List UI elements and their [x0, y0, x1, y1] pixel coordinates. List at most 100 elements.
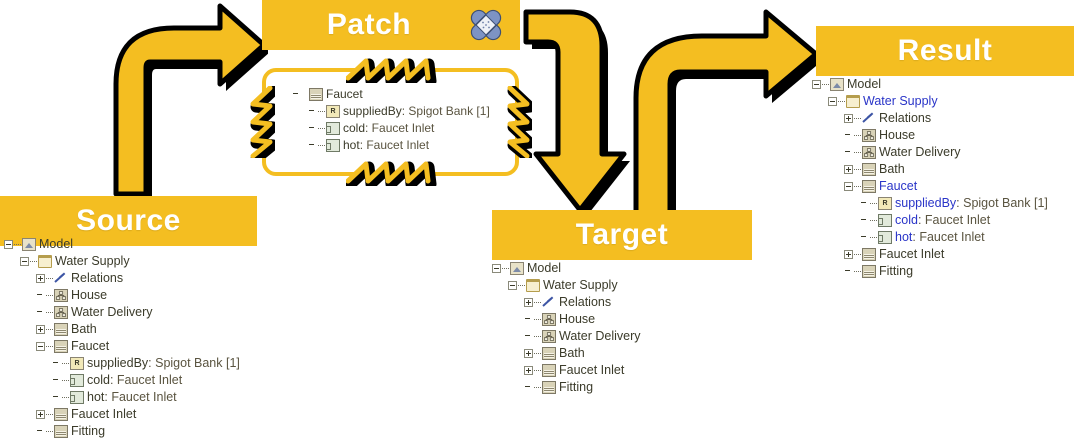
tree-row[interactable]: Water Delivery	[492, 328, 641, 345]
tree-row[interactable]: Fitting	[492, 379, 641, 396]
reference-property-icon: R	[70, 357, 84, 370]
collapse-icon[interactable]	[20, 257, 29, 266]
tree-row[interactable]: Faucet	[292, 86, 490, 103]
tree-row[interactable]: Water Supply	[492, 277, 641, 294]
tree-connector	[534, 386, 541, 389]
block-icon	[862, 163, 876, 176]
tree-row[interactable]: Faucet	[812, 178, 1048, 195]
tree-row[interactable]: Relations	[4, 270, 240, 287]
banner-source: Source	[0, 196, 257, 246]
tree-row[interactable]: Relations	[492, 294, 641, 311]
tree-row[interactable]: Faucet Inlet	[492, 362, 641, 379]
tree-connector	[838, 100, 845, 103]
collapse-icon[interactable]	[812, 80, 821, 89]
expand-icon[interactable]	[524, 298, 533, 307]
reference-property-icon: R	[326, 105, 340, 118]
block-icon	[862, 265, 876, 278]
tree-row-label: House	[71, 288, 108, 302]
expand-icon[interactable]	[36, 274, 45, 283]
tree-connector	[14, 243, 21, 246]
tree-connector	[534, 318, 541, 321]
tree-row[interactable]: Water Supply	[812, 93, 1048, 110]
tree-row[interactable]: cold : Faucet Inlet	[292, 120, 490, 137]
tree-row-label: Faucet Inlet	[71, 407, 137, 421]
tree-row[interactable]: House	[492, 311, 641, 328]
tree-row[interactable]: hot : Faucet Inlet	[812, 229, 1048, 246]
tree-row[interactable]: Water Delivery	[4, 304, 240, 321]
tree-row-label: Water Delivery	[71, 305, 153, 319]
tree-node-stub	[308, 141, 317, 150]
tree-row-type: : Faucet Inlet	[912, 230, 985, 244]
tree-row-label: Water Supply	[55, 254, 130, 268]
expand-icon[interactable]	[524, 366, 533, 375]
expand-icon[interactable]	[36, 325, 45, 334]
banner-patch: Patch	[262, 0, 520, 50]
collapse-icon[interactable]	[828, 97, 837, 106]
bandage-icon	[470, 9, 502, 41]
collapse-icon[interactable]	[844, 182, 853, 191]
folder-icon	[846, 95, 860, 108]
tree-node-stub	[52, 376, 61, 385]
expand-icon[interactable]	[844, 114, 853, 123]
tree-row-label: Relations	[71, 271, 124, 285]
tree-row[interactable]: Bath	[812, 161, 1048, 178]
tree-row[interactable]: Water Delivery	[812, 144, 1048, 161]
tree-row-label: cold	[87, 373, 110, 387]
relations-icon	[862, 112, 876, 125]
expand-icon[interactable]	[844, 250, 853, 259]
block-icon	[309, 88, 323, 101]
tree-row[interactable]: cold : Faucet Inlet	[4, 372, 240, 389]
tree-row[interactable]: House	[4, 287, 240, 304]
tree-node-stub	[860, 199, 869, 208]
tree-connector	[854, 151, 861, 154]
tree-connector	[534, 352, 541, 355]
diagram-icon	[542, 313, 556, 326]
tree-row-label: House	[879, 128, 916, 142]
collapse-icon[interactable]	[36, 342, 45, 351]
tree-row[interactable]: Faucet Inlet	[812, 246, 1048, 263]
tree-row[interactable]: Bath	[4, 321, 240, 338]
collapse-icon[interactable]	[4, 240, 13, 249]
tree-row[interactable]: Faucet Inlet	[4, 406, 240, 423]
tree-row[interactable]: Fitting	[4, 423, 240, 440]
tree-row-label: Relations	[879, 111, 932, 125]
tree-row[interactable]: Relations	[812, 110, 1048, 127]
tree-row[interactable]: Model	[812, 76, 1048, 93]
tree-row[interactable]: Model	[492, 260, 641, 277]
tree-node-stub	[36, 427, 45, 436]
tree-row[interactable]: Bath	[492, 345, 641, 362]
collapse-icon[interactable]	[492, 264, 501, 273]
tree-row[interactable]: cold : Faucet Inlet	[812, 212, 1048, 229]
diagram-icon	[54, 306, 68, 319]
diagram-icon	[54, 289, 68, 302]
tree-connector	[30, 260, 37, 263]
stitch-left-icon	[250, 86, 275, 158]
folder-icon	[526, 279, 540, 292]
collapse-icon[interactable]	[508, 281, 517, 290]
tree-row[interactable]: hot : Faucet Inlet	[4, 389, 240, 406]
expand-icon[interactable]	[524, 349, 533, 358]
tree-row[interactable]: Fitting	[812, 263, 1048, 280]
port-icon	[70, 391, 84, 404]
tree-row[interactable]: Water Supply	[4, 253, 240, 270]
tree-row-label: Faucet Inlet	[879, 247, 945, 261]
tree-row-label: Faucet	[326, 87, 363, 101]
tree-row[interactable]: Faucet	[4, 338, 240, 355]
tree-row[interactable]: hot : Faucet Inlet	[292, 137, 490, 154]
tree-row-label: Model	[527, 261, 562, 275]
port-icon	[326, 139, 340, 152]
tree-row[interactable]: Model	[4, 236, 240, 253]
tree-row-label: hot	[895, 230, 913, 244]
tree-node-stub	[524, 383, 533, 392]
expand-icon[interactable]	[36, 410, 45, 419]
tree-node-stub	[52, 393, 61, 402]
expand-icon[interactable]	[844, 165, 853, 174]
tree-row[interactable]: House	[812, 127, 1048, 144]
